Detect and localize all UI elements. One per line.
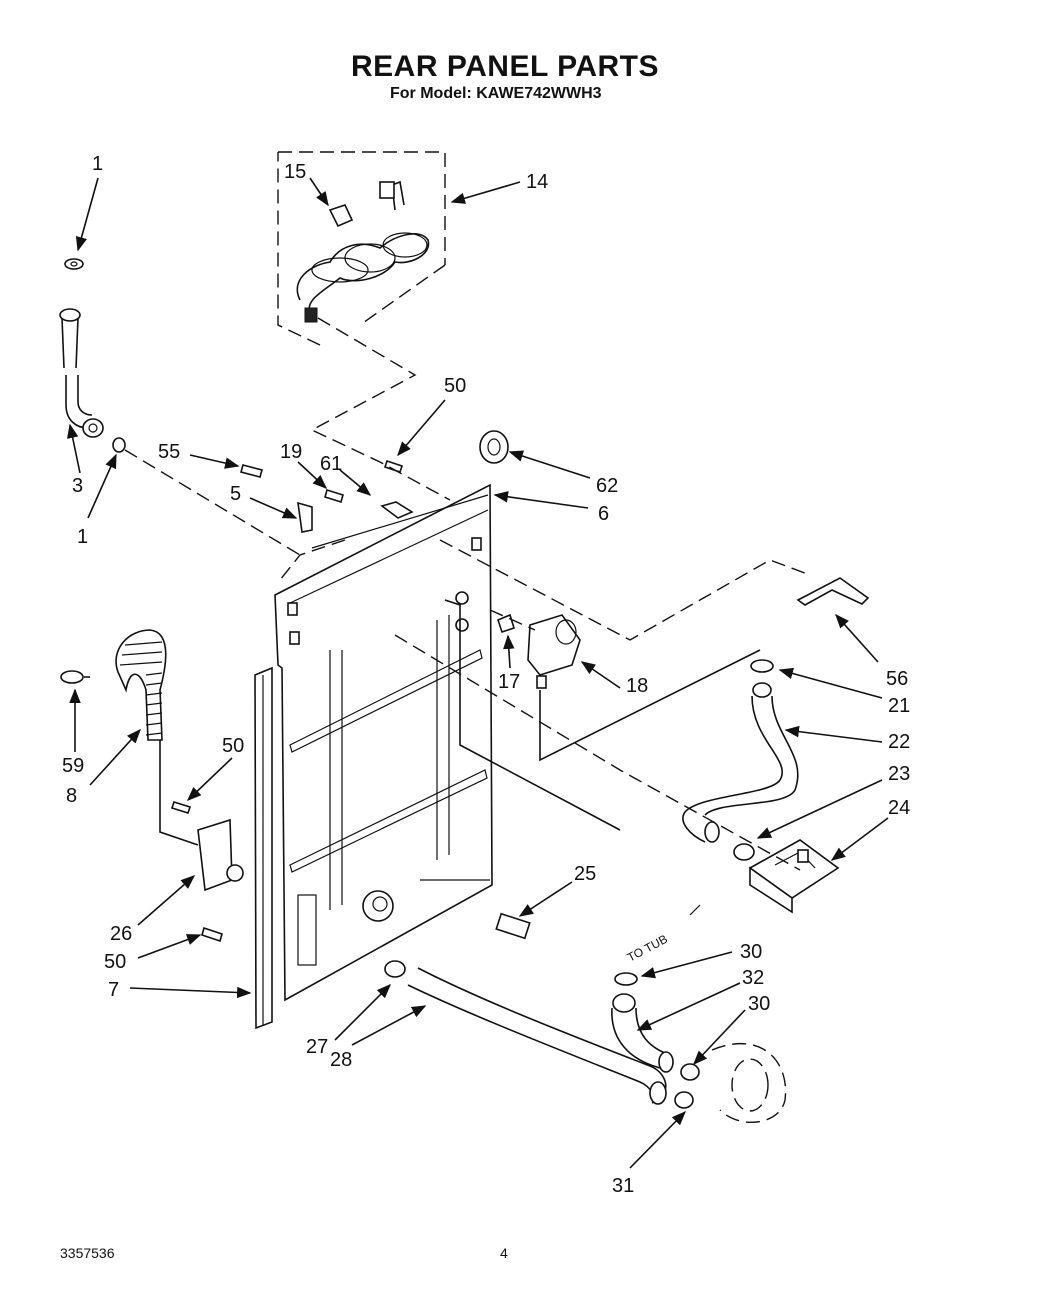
callout-50-bottom: 50 (104, 951, 126, 973)
side-rail (254, 666, 273, 1030)
callout-18: 18 (626, 675, 648, 697)
callout-27: 27 (306, 1036, 328, 1058)
callout-7: 7 (108, 979, 119, 1001)
rear-panel (274, 483, 493, 1002)
hose-bracket (159, 740, 244, 892)
callout-59: 59 (62, 755, 84, 777)
power-cord-group (277, 151, 446, 346)
callout-22: 22 (888, 731, 910, 753)
page-title: REAR PANEL PARTS (350, 50, 660, 83)
mounting-bracket (796, 577, 870, 606)
callout-17: 17 (498, 671, 520, 693)
callout-5: 5 (230, 483, 241, 505)
drain-hoses-lower (384, 960, 787, 1124)
callout-15: 15 (284, 161, 306, 183)
callout-50-mid: 50 (222, 735, 244, 757)
callout-32: 32 (742, 967, 764, 989)
callout-19: 19 (280, 441, 302, 463)
pressure-switch (497, 613, 581, 689)
callout-55: 55 (158, 441, 180, 463)
callout-61: 61 (320, 453, 342, 475)
callout-28: 28 (330, 1049, 352, 1071)
callout-62: 62 (596, 475, 618, 497)
water-hose (682, 659, 799, 861)
screws (170, 459, 414, 943)
callout-1-bottom: 1 (77, 526, 88, 548)
hose-clip (479, 430, 509, 464)
callout-3: 3 (72, 475, 83, 497)
page-number: 4 (500, 1245, 508, 1261)
callout-30-bottom: 30 (748, 993, 770, 1015)
callout-21: 21 (888, 695, 910, 717)
callout-56: 56 (886, 668, 908, 690)
connection-lines (124, 317, 811, 871)
drain-hose (60, 629, 167, 741)
callout-6: 6 (598, 503, 609, 525)
callout-14: 14 (526, 171, 548, 193)
callout-8: 8 (66, 785, 77, 807)
callout-leaders (67, 177, 889, 1169)
access-cover (495, 912, 531, 940)
model-subtitle: For Model: KAWE742WWH3 (390, 85, 602, 102)
callout-25: 25 (574, 863, 596, 885)
callout-24: 24 (888, 797, 910, 819)
callout-50-top: 50 (444, 375, 466, 397)
inlet-hose-parts (59, 258, 126, 453)
document-number: 3357536 (60, 1245, 115, 1261)
to-tub-label: TO TUB (625, 932, 670, 965)
callout-23: 23 (888, 763, 910, 785)
callout-26: 26 (110, 923, 132, 945)
callout-31: 31 (612, 1175, 634, 1197)
callout-1-top: 1 (92, 153, 103, 175)
hose-clamp-bracket (748, 839, 840, 914)
callout-30-top: 30 (740, 941, 762, 963)
